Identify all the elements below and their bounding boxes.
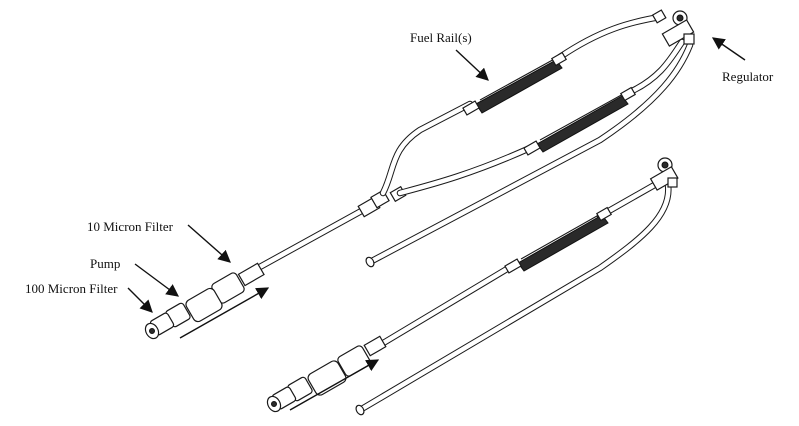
label-100-micron-filter: 100 Micron Filter xyxy=(25,281,118,296)
ten-micron-leader-arrow xyxy=(187,224,231,263)
label-pump: Pump xyxy=(90,256,120,271)
lower-flow-arrow xyxy=(289,359,380,411)
lower-return-hose xyxy=(355,181,672,416)
upper-assembly xyxy=(144,9,695,340)
upper-return-hose xyxy=(365,41,694,268)
regulator-leader-arrow xyxy=(711,37,746,61)
upper-fuel-rail-2 xyxy=(523,86,637,156)
hundred-micron-leader-arrow xyxy=(127,287,153,313)
lower-fuel-rail xyxy=(504,206,613,274)
upper-branch-hose-1 xyxy=(379,13,664,197)
fuel-rails-leader-arrow xyxy=(455,49,489,81)
lower-supply-hose xyxy=(376,179,662,349)
label-regulator: Regulator xyxy=(722,69,774,84)
label-fuel-rails-group: Fuel Rail(s) xyxy=(410,30,489,81)
label-regulator-group: Regulator xyxy=(711,37,774,84)
upper-regulator xyxy=(651,9,695,47)
upper-branch-hose-2 xyxy=(396,38,686,197)
label-fuel-rails: Fuel Rail(s) xyxy=(410,30,472,45)
lower-assembly xyxy=(266,157,679,416)
label-10-micron-filter-group: 10 Micron Filter xyxy=(87,219,231,263)
label-pump-group: Pump xyxy=(90,256,180,297)
label-10-micron-filter: 10 Micron Filter xyxy=(87,219,174,234)
label-100-micron-filter-group: 100 Micron Filter xyxy=(25,281,153,313)
pump-leader-arrow xyxy=(134,263,180,297)
upper-filter-pump-stack xyxy=(144,262,265,340)
upper-supply-hose xyxy=(254,205,369,272)
lower-regulator xyxy=(649,157,679,191)
upper-fuel-rail-1 xyxy=(462,51,568,116)
upper-flow-arrow xyxy=(179,287,270,339)
